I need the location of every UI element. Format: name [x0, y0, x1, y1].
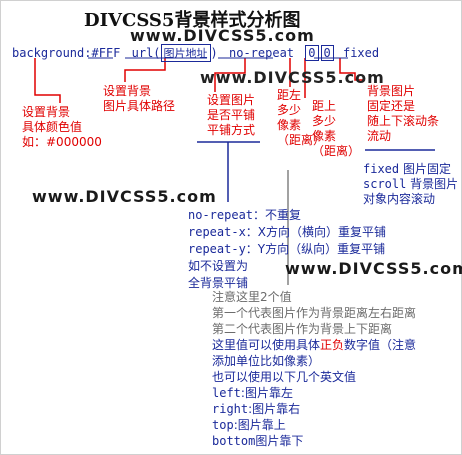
attach-scroll-code: scroll: [363, 177, 407, 191]
position-note-gray: 第一个代表图片作为背景距离左右距离: [212, 306, 417, 320]
position-note-unit: 添加单位比如像素）: [212, 354, 321, 368]
pos-right-text: :图片靠右: [248, 402, 301, 416]
repeat-note: 设置图片 是否平铺 平铺方式: [207, 93, 255, 138]
repeat-y-code: repeat-y: [188, 242, 246, 256]
url-note-line: 设置背景: [103, 84, 152, 98]
connector-repeat: [214, 58, 246, 92]
position-note-emphasis: 正负: [320, 338, 345, 352]
code-repeat: no-repeat: [229, 46, 295, 60]
watermark-top: www.DIVCSS5.com: [130, 26, 315, 45]
code-attach: fixed: [342, 46, 380, 60]
repeat-default-text-2: 全背景平铺: [188, 276, 249, 290]
attach-note-line: 流动: [367, 129, 392, 143]
code-pos-2: 0: [320, 45, 334, 61]
attach-options: fixed 图片固定 scroll 背景图片 对象内容滚动: [363, 162, 458, 207]
pos-top-text: :图片靠上: [233, 418, 286, 432]
repeat-x-code: repeat-x: [188, 225, 246, 239]
top-note-line: 距上: [312, 99, 337, 113]
url-note-line: 图片具体路径: [103, 99, 176, 113]
repeat-options: no-repeat：不重复 repeat-x：X方向（横向）重复平铺 repea…: [188, 207, 386, 292]
pos-right-code: right: [212, 402, 249, 416]
repeat-none-text: ：不重复: [253, 208, 302, 222]
code-url-inner: 图片地址: [160, 44, 211, 62]
code-prop: background:: [12, 46, 92, 60]
pos-top-code: top: [212, 418, 234, 432]
code-url-open: url(: [131, 46, 161, 60]
position-notes: 注意这里2个值 第一个代表图片作为背景距离左右距离 第二个代表图片作为背景上下距…: [212, 289, 416, 449]
left-note-line: 像素: [277, 118, 302, 132]
color-note-line: 设置背景: [22, 105, 71, 119]
watermark-left: www.DIVCSS5.com: [32, 187, 217, 206]
top-note-line: 多少: [312, 114, 337, 128]
connector-url: [124, 58, 166, 82]
attach-scroll-text-2: 对象内容滚动: [363, 192, 436, 206]
attach-note-line: 随上下滚动条: [367, 114, 440, 128]
attach-note-line: 固定还是: [367, 99, 416, 113]
connector-color: [34, 58, 61, 103]
code-color: #FFF: [91, 46, 121, 60]
pos-bottom-code: bottom: [212, 434, 256, 448]
top-note: 距上 多少 像素 （距离）: [312, 99, 360, 159]
connector-attach: [339, 58, 365, 81]
code-url-close: ): [210, 46, 218, 60]
attach-note: 背景图片 固定还是 随上下滚动条 流动: [367, 84, 439, 144]
top-note-line: （距离）: [312, 144, 361, 158]
repeat-separator: [197, 141, 260, 202]
page-title: DIVCSS5背景样式分析图: [84, 10, 301, 31]
url-note: 设置背景 图片具体路径: [103, 84, 175, 114]
left-note-line: 距左: [277, 88, 302, 102]
attach-scroll-text: 背景图片: [406, 177, 459, 191]
watermark-right: www.DIVCSS5.com: [285, 259, 462, 278]
pos-bottom-text: 图片靠下: [255, 434, 304, 448]
left-note-line: （距离）: [277, 133, 326, 147]
top-note-line: 像素: [312, 129, 337, 143]
repeat-note-line: 是否平铺: [207, 108, 256, 122]
color-note: 设置背景 具体颜色值 如：#000000: [22, 105, 102, 150]
pos-left-text: :图片靠左: [240, 386, 293, 400]
repeat-note-line: 平铺方式: [207, 123, 256, 137]
left-note: 距左 多少 像素 （距离）: [277, 88, 325, 148]
color-note-line: 具体颜色值: [22, 120, 83, 134]
position-note-pre: 这里值可以使用具体: [212, 338, 321, 352]
code-pos-1: 0: [305, 45, 319, 61]
attach-fixed-text: 图片固定: [399, 162, 451, 176]
repeat-note-line: 设置图片: [207, 93, 256, 107]
repeat-y-text: ：Y方向（纵向）重复平铺: [245, 242, 386, 256]
position-note-gray: 注意这里2个值: [212, 290, 292, 304]
left-note-line: 多少: [277, 103, 302, 117]
attach-note-line: 背景图片: [367, 84, 416, 98]
position-note-post: 数字值（注意: [344, 338, 417, 352]
attach-fixed-code: fixed: [363, 162, 400, 176]
color-note-line: 如：#000000: [22, 135, 102, 149]
position-note-gray: 第二个代表图片作为背景上下距离: [212, 322, 393, 336]
repeat-default-text: 如不设置为: [188, 259, 249, 273]
position-note-keywords: 也可以使用以下几个英文值: [212, 370, 357, 384]
pos-left-code: left: [212, 386, 241, 400]
watermark-middle: www.DIVCSS5.com: [200, 68, 385, 87]
repeat-none-code: no-repeat: [188, 208, 254, 222]
repeat-x-text: ：X方向（横向）重复平铺: [245, 225, 387, 239]
